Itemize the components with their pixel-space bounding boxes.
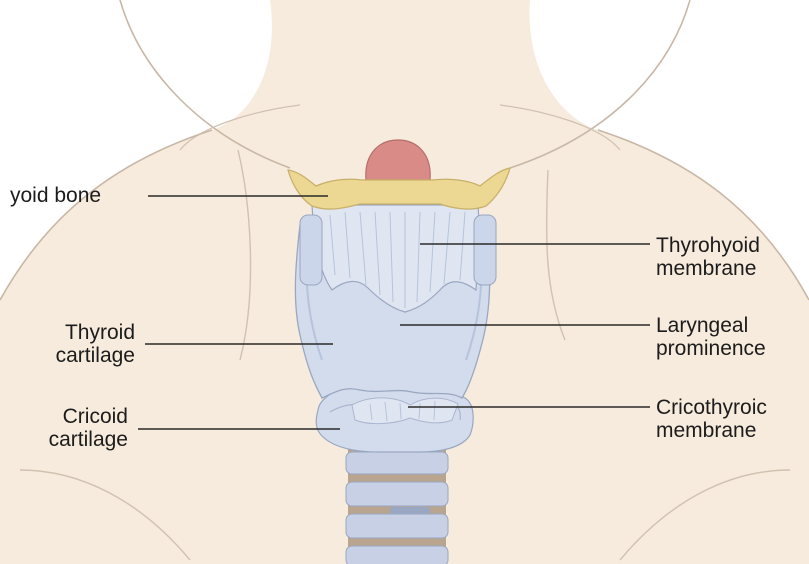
label-laryngeal-line2: prominence (656, 337, 766, 360)
label-cricothyroid-line2: membrane (656, 419, 767, 442)
label-cricothyroid-line1: Cricothyroic (656, 396, 767, 419)
label-cricothyroid-membrane: Cricothyroic membrane (656, 396, 767, 442)
label-thyroid-line1: Thyroid (20, 321, 135, 344)
label-thyrohyoid-membrane: Thyrohyoid membrane (656, 234, 760, 280)
label-cricoid-line2: cartilage (20, 428, 128, 451)
label-laryngeal-prominence: Laryngeal prominence (656, 314, 766, 360)
trachea (346, 448, 448, 564)
label-laryngeal-line1: Laryngeal (656, 314, 766, 337)
label-cricoid-line1: Cricoid (20, 405, 128, 428)
label-thyroid-cartilage: Thyroid cartilage (20, 321, 135, 367)
label-hyoid-bone: yoid bone (10, 184, 101, 207)
label-thyroid-line2: cartilage (20, 344, 135, 367)
label-thyrohyoid-line2: membrane (656, 257, 760, 280)
label-thyrohyoid-line1: Thyrohyoid (656, 234, 760, 257)
label-cricoid-cartilage: Cricoid cartilage (20, 405, 128, 451)
label-hyoid-text: yoid bone (10, 184, 101, 207)
